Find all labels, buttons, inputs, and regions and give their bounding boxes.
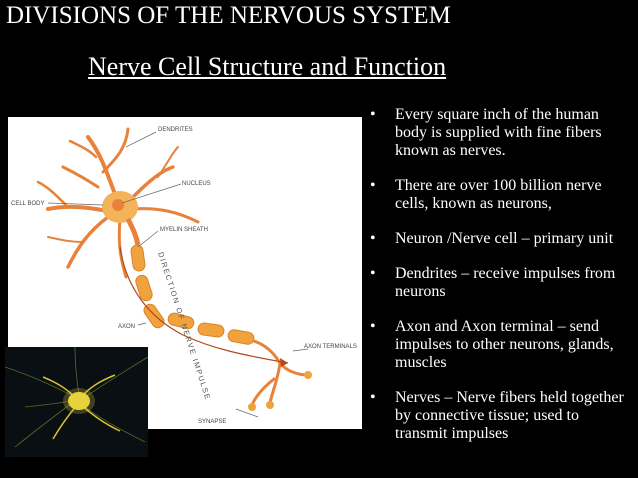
micrograph-image bbox=[5, 347, 148, 457]
bullet-text: Dendrites – receive impulses from neuron… bbox=[395, 265, 616, 300]
neuron-illustration: DIRECTION OF NERVE IMPULSE DENDRITES NUC… bbox=[11, 127, 357, 425]
bullet-item: • Axon and Axon terminal – send impulses … bbox=[370, 318, 632, 372]
bullet-dot: • bbox=[370, 106, 376, 123]
bullet-dot: • bbox=[370, 177, 376, 194]
bullet-text: There are over 100 billion nerve cells, … bbox=[395, 177, 602, 212]
bullet-dot: • bbox=[370, 230, 376, 247]
label-axon: AXON bbox=[118, 324, 135, 330]
synapse-knobs bbox=[248, 371, 312, 411]
neuron-micrograph bbox=[5, 347, 148, 457]
bullet-item: • Neuron /Nerve cell – primary unit bbox=[370, 230, 632, 248]
label-axon-terminals: AXON TERMINALS bbox=[304, 344, 357, 350]
bullet-dot: • bbox=[370, 265, 376, 282]
label-cell-body: CELL BODY bbox=[11, 201, 44, 207]
bullet-item: • Nerves – Nerve fibers held together by … bbox=[370, 389, 632, 443]
label-dendrites: DENDRITES bbox=[158, 127, 193, 133]
nucleus-shape bbox=[112, 199, 124, 211]
slide-title: DIVISIONS OF THE NERVOUS SYSTEM bbox=[6, 2, 451, 29]
myelin-sheath-shape bbox=[130, 244, 255, 345]
axon-terminals-shape bbox=[250, 339, 310, 407]
bullet-item: • Every square inch of the human body is … bbox=[370, 106, 632, 160]
label-myelin-sheath: MYELIN SHEATH bbox=[160, 227, 208, 233]
label-nucleus: NUCLEUS bbox=[182, 181, 211, 187]
bullet-item: • There are over 100 billion nerve cells,… bbox=[370, 177, 632, 213]
micrograph-cell bbox=[68, 392, 90, 410]
slide-subtitle: Nerve Cell Structure and Function bbox=[88, 52, 447, 81]
bullet-list: • Every square inch of the human body is … bbox=[370, 106, 632, 460]
label-synapse: SYNAPSE bbox=[198, 419, 226, 425]
bullet-text: Nerves – Nerve fibers held together by c… bbox=[395, 389, 624, 442]
bullet-dot: • bbox=[370, 318, 376, 335]
bullet-text: Neuron /Nerve cell – primary unit bbox=[395, 230, 614, 247]
impulse-arrow bbox=[119, 246, 289, 364]
bullet-item: • Dendrites – receive impulses from neuro… bbox=[370, 265, 632, 301]
bullet-text: Axon and Axon terminal – send impulses t… bbox=[395, 318, 614, 371]
bullet-dot: • bbox=[370, 389, 376, 406]
bullet-text: Every square inch of the human body is s… bbox=[395, 106, 602, 159]
